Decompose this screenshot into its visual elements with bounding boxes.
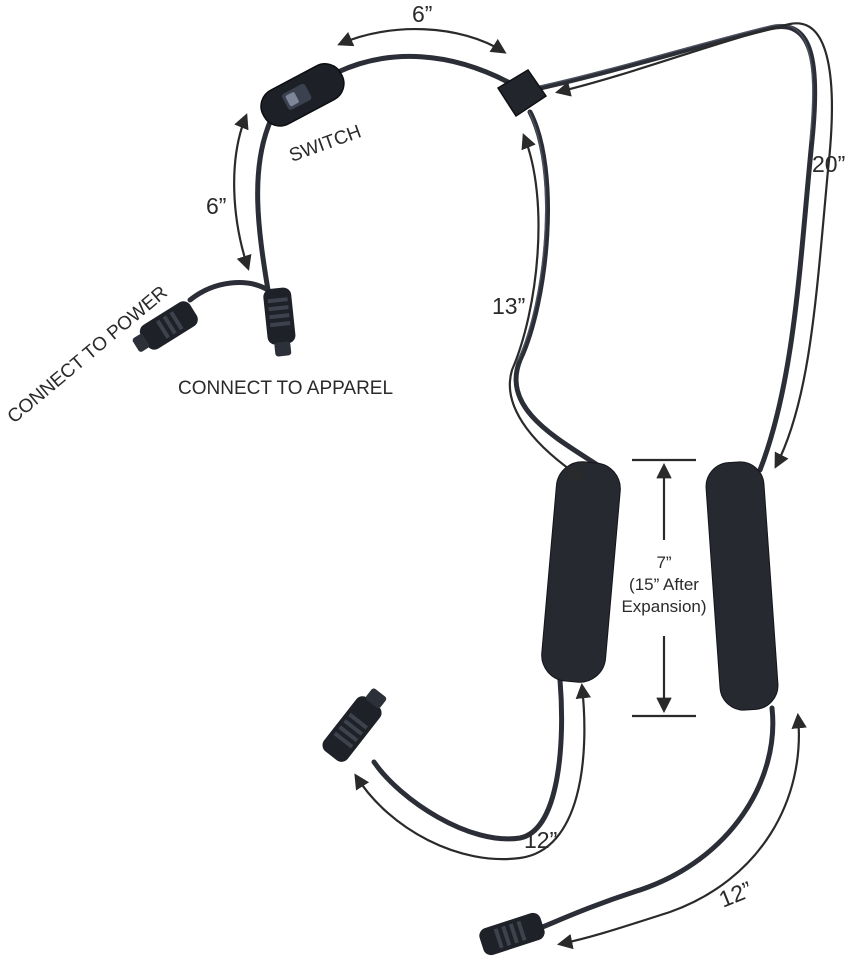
dim-coil-expanded-2: Expansion) bbox=[621, 597, 706, 616]
dim-left-6in: 6” bbox=[206, 193, 226, 219]
connector-bottom-end bbox=[479, 912, 545, 956]
arrow-right-12in bbox=[556, 712, 807, 950]
arrow-right-20in bbox=[555, 22, 833, 469]
cable-switch-to-splitter bbox=[335, 53, 511, 85]
dim-left-13in: 13” bbox=[492, 293, 525, 319]
dim-left-12in: 12” bbox=[524, 827, 557, 853]
splitter-junction bbox=[496, 68, 548, 118]
arrow-left-6in bbox=[233, 113, 252, 271]
dim-right-20in: 20” bbox=[812, 151, 845, 177]
label-switch: SWITCH bbox=[287, 121, 365, 166]
label-connect-apparel: CONNECT TO APPAREL bbox=[178, 378, 393, 399]
switch-box bbox=[260, 63, 345, 127]
dim-right-12in: 12” bbox=[715, 876, 756, 913]
coil-left bbox=[541, 461, 621, 683]
connector-apparel bbox=[263, 287, 296, 357]
cable-power-branch bbox=[187, 280, 271, 303]
cable-left-drop bbox=[513, 109, 605, 471]
label-connect-power: CONNECT TO POWER bbox=[4, 282, 172, 428]
connector-power bbox=[132, 301, 198, 352]
coil-right bbox=[705, 461, 779, 711]
dim-top-6in: 6” bbox=[412, 1, 432, 27]
cable-right-loop bbox=[537, 24, 818, 473]
cable-left-tail bbox=[371, 677, 565, 842]
dim-coil-expanded-1: (15” After bbox=[629, 575, 699, 594]
arrow-left-13in bbox=[508, 133, 585, 480]
connector-left-end bbox=[322, 688, 387, 762]
cable-switch-down bbox=[255, 119, 273, 293]
dim-coil-7in: 7” bbox=[656, 553, 671, 572]
arrow-top-6in bbox=[337, 27, 507, 54]
